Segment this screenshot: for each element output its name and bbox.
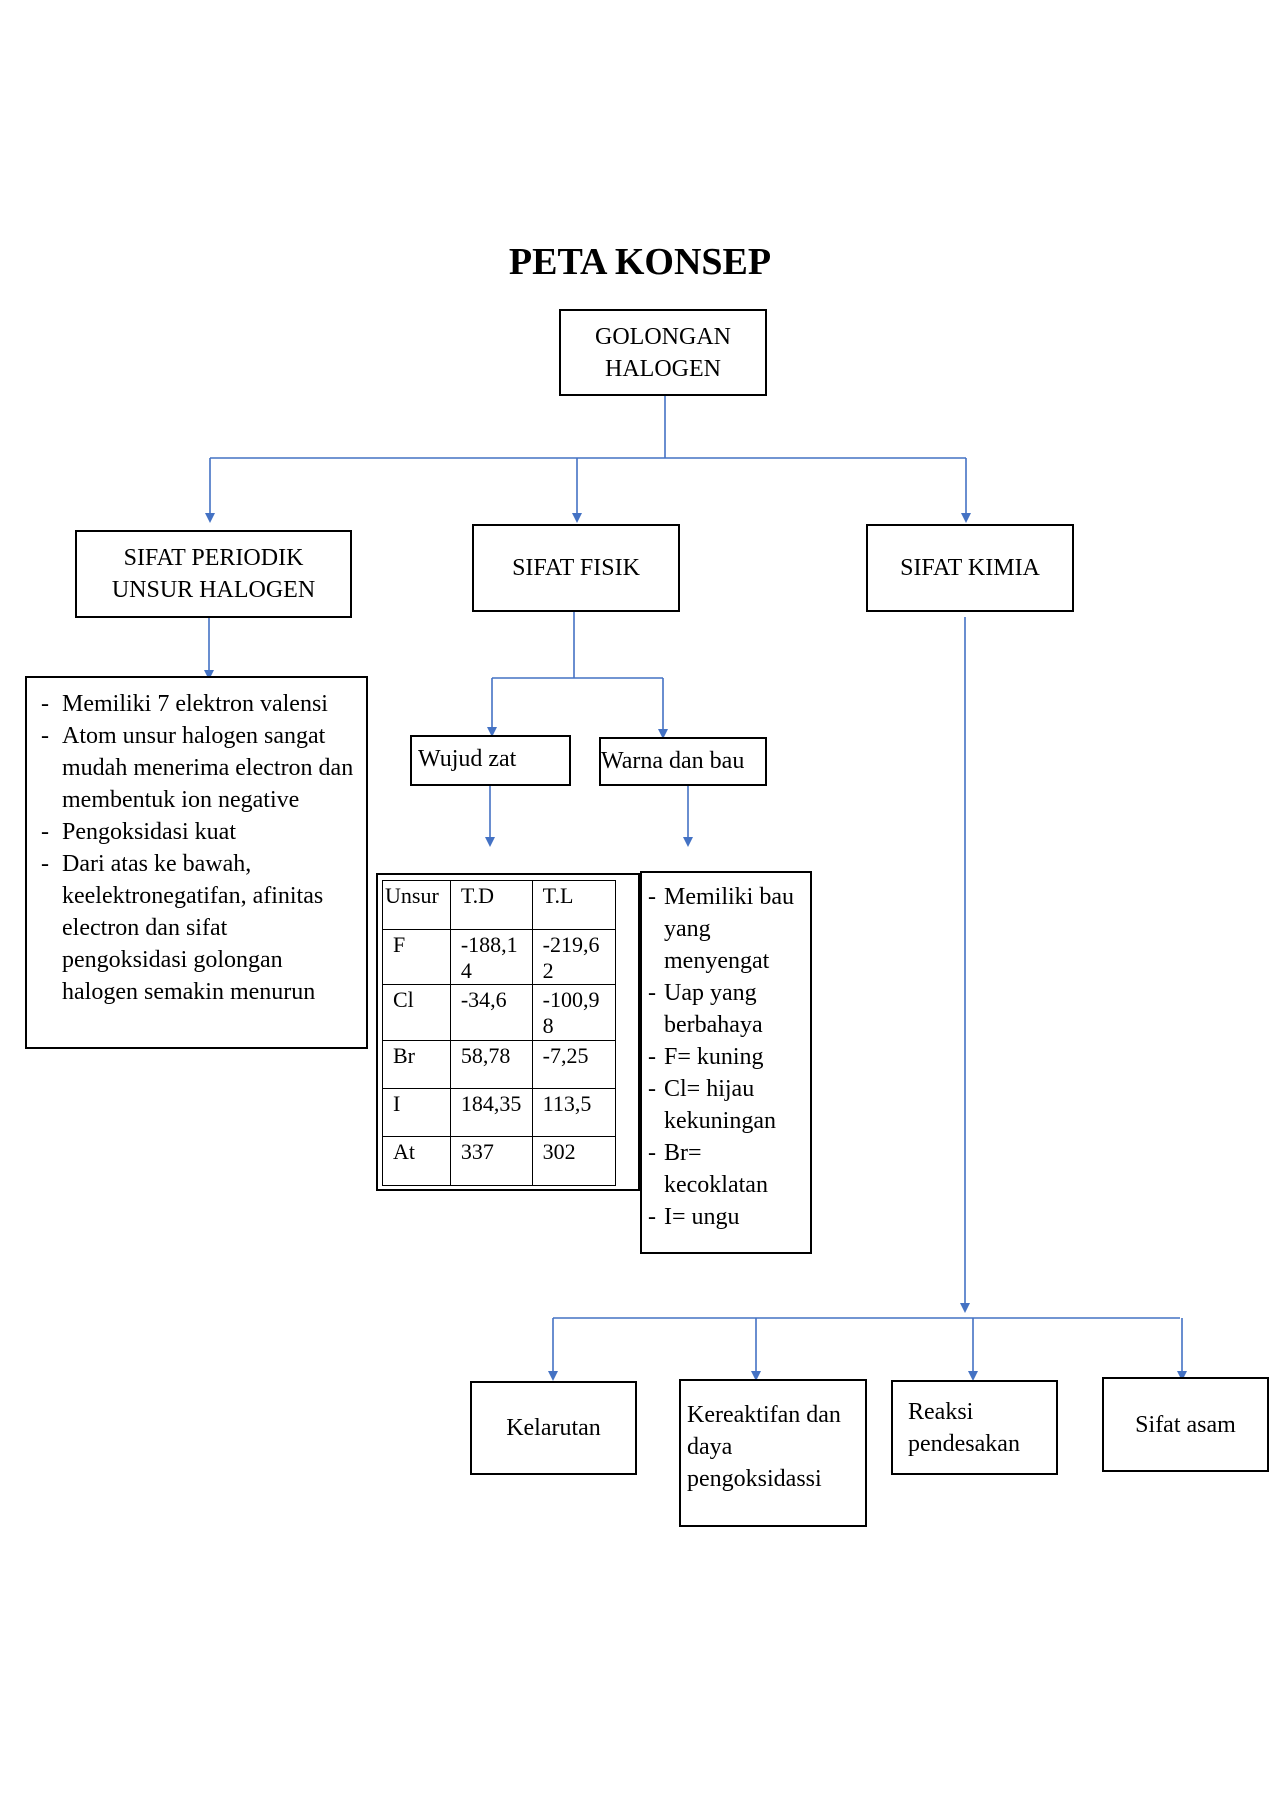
kimia-sifat-asam: Sifat asam bbox=[1102, 1377, 1269, 1472]
table-cell: Cl bbox=[382, 984, 451, 1041]
table-cell: I bbox=[382, 1088, 451, 1137]
warna-bau-label: Warna dan bau bbox=[601, 748, 745, 774]
list-item: Dari atas ke bawah, keelektronegatifan, … bbox=[27, 848, 358, 1008]
list-item: Uap yang berbahaya bbox=[642, 977, 806, 1041]
table-cell: -219,62 bbox=[531, 929, 617, 985]
table-cell: At bbox=[382, 1136, 451, 1186]
table-cell: 184,35 bbox=[449, 1088, 533, 1137]
list-item: Atom unsur halogen sangat mudah menerima… bbox=[27, 720, 358, 816]
list-item: Pengoksidasi kuat bbox=[27, 816, 358, 848]
sifat-asam-label: Sifat asam bbox=[1135, 1411, 1236, 1438]
branch-kimia: SIFAT KIMIA bbox=[866, 524, 1074, 612]
table-header: T.L bbox=[531, 880, 617, 930]
warna-bau-node: Warna dan bau bbox=[599, 737, 767, 786]
table-cell: 337 bbox=[449, 1136, 533, 1186]
kelarutan-label: Kelarutan bbox=[506, 1415, 601, 1441]
list-item: Cl= hijau kekuningan bbox=[642, 1073, 806, 1137]
branch-fisik-label: SIFAT FISIK bbox=[512, 555, 640, 581]
kimia-reaksi: Reaksi pendesakan bbox=[891, 1380, 1058, 1475]
table-cell: -7,25 bbox=[531, 1040, 617, 1089]
kimia-kereaktifan: Kereaktifan dan daya pengoksidassi bbox=[679, 1379, 867, 1527]
table-header: T.D bbox=[449, 880, 533, 930]
periodik-list: Memiliki 7 elektron valensi Atom unsur h… bbox=[27, 688, 358, 1008]
periodik-list-box: Memiliki 7 elektron valensi Atom unsur h… bbox=[25, 676, 368, 1049]
table-cell: -100,98 bbox=[531, 984, 617, 1041]
kimia-kelarutan: Kelarutan bbox=[470, 1381, 637, 1475]
list-item: Memiliki 7 elektron valensi bbox=[27, 688, 358, 720]
branch-periodik-label: SIFAT PERIODIK UNSUR HALOGEN bbox=[111, 545, 316, 603]
table-cell: 58,78 bbox=[449, 1040, 533, 1089]
root-label: GOLONGAN HALOGEN bbox=[595, 323, 731, 382]
reaksi-label: Reaksi pendesakan bbox=[908, 1399, 1020, 1457]
list-item: I= ungu bbox=[642, 1201, 806, 1233]
list-item: Br= kecoklatan bbox=[642, 1137, 806, 1201]
branch-periodik: SIFAT PERIODIK UNSUR HALOGEN bbox=[75, 530, 352, 618]
table-cell: 302 bbox=[531, 1136, 617, 1186]
wujud-zat-node: Wujud zat bbox=[410, 735, 571, 786]
list-item: Memiliki bau yang menyengat bbox=[642, 881, 806, 977]
branch-fisik: SIFAT FISIK bbox=[472, 524, 680, 612]
boiling-melting-table: Unsur T.D T.L F -188,14 -219,62 Cl -34,6… bbox=[382, 880, 617, 1186]
table-cell: 113,5 bbox=[531, 1088, 617, 1137]
kereaktifan-label: Kereaktifan dan daya pengoksidassi bbox=[687, 1402, 841, 1492]
branch-kimia-label: SIFAT KIMIA bbox=[900, 555, 1040, 581]
table-cell: Br bbox=[382, 1040, 451, 1089]
warna-list: Memiliki bau yang menyengat Uap yang ber… bbox=[642, 881, 806, 1233]
table-cell: F bbox=[382, 929, 451, 985]
root-node: GOLONGAN HALOGEN bbox=[559, 309, 767, 396]
table-cell: -188,14 bbox=[449, 929, 533, 985]
warna-list-box: Memiliki bau yang menyengat Uap yang ber… bbox=[640, 871, 812, 1254]
table-cell: -34,6 bbox=[449, 984, 533, 1041]
page-title: PETA KONSEP bbox=[508, 241, 772, 283]
wujud-zat-label: Wujud zat bbox=[418, 746, 517, 772]
list-item: F= kuning bbox=[642, 1041, 806, 1073]
table-header: Unsur bbox=[382, 880, 451, 930]
